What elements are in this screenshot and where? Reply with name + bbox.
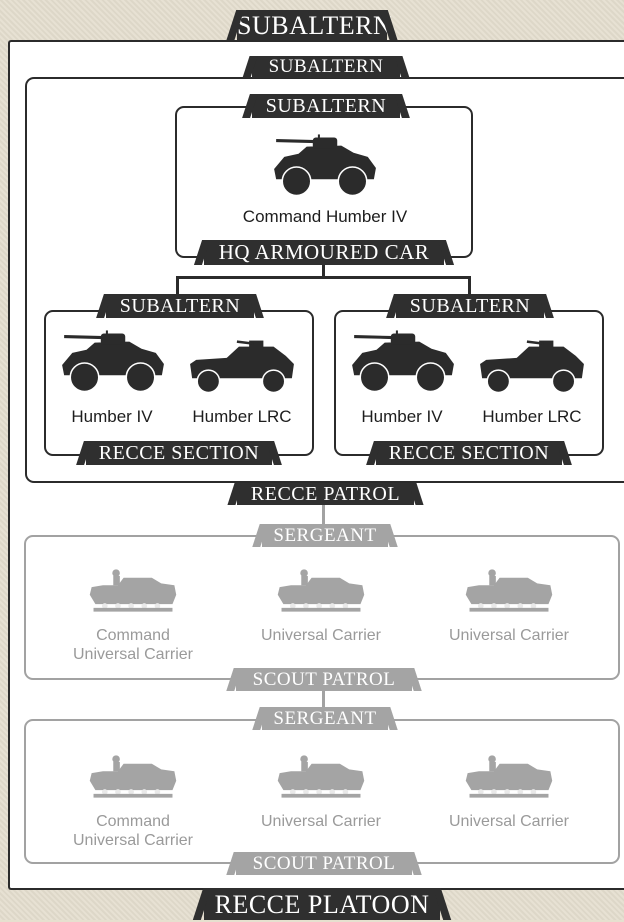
humber-lrc-icon bbox=[476, 333, 588, 397]
scout-patrol-2-vehicle-1-line2: Universal Carrier bbox=[72, 832, 194, 849]
universal-carrier-icon bbox=[274, 566, 368, 614]
recce-section-2-vehicle-1-label: Humber IV bbox=[361, 407, 443, 426]
hq-vehicle-label: Command Humber IV bbox=[242, 207, 408, 226]
universal-carrier-icon bbox=[86, 752, 180, 800]
humber-iv-icon bbox=[56, 330, 168, 394]
hq-armoured-car-label-banner: HQ ARMOURED CAR bbox=[204, 240, 444, 265]
scout-patrol-2-commander-banner: SERGEANT bbox=[262, 707, 388, 730]
subaltern-banner-top: SUBALTERN bbox=[237, 10, 393, 42]
armoured-car-icon bbox=[268, 134, 380, 198]
scout-patrol-1-commander-banner: SERGEANT bbox=[262, 524, 388, 547]
scout-patrol-2-label-banner: SCOUT PATROL bbox=[236, 852, 412, 875]
scout-patrol-1-vehicle-2-label: Universal Carrier bbox=[260, 627, 382, 644]
recce-patrol-box bbox=[25, 77, 624, 483]
recce-section-2-commander-banner: SUBALTERN bbox=[396, 294, 544, 318]
platoon-panel bbox=[8, 40, 624, 890]
sections-connector-horizontal bbox=[176, 276, 471, 279]
recce-patrol-label-banner: RECCE PATROL bbox=[237, 483, 414, 505]
hq-connector-vertical bbox=[322, 265, 325, 277]
scout-patrol-1-vehicle-1-line2: Universal Carrier bbox=[72, 646, 194, 663]
scout-patrol-1-vehicle-3-label: Universal Carrier bbox=[448, 627, 570, 644]
patrol-connector-2 bbox=[322, 691, 325, 711]
universal-carrier-icon bbox=[86, 566, 180, 614]
recce-section-2-label-banner: RECCE SECTION bbox=[376, 441, 562, 465]
scout-patrol-2-vehicle-1-label: Command Universal Carrier bbox=[48, 812, 218, 850]
recce-section-1-vehicle-2-label: Humber LRC bbox=[192, 407, 292, 426]
scout-patrol-2-vehicle-3-label: Universal Carrier bbox=[448, 813, 570, 830]
scout-patrol-1-vehicle-1-label: Command Universal Carrier bbox=[48, 626, 218, 664]
humber-iv-icon bbox=[346, 330, 458, 394]
recce-section-1-vehicle-1-label: Humber IV bbox=[71, 407, 153, 426]
hq-commander-banner: SUBALTERN bbox=[252, 94, 400, 118]
universal-carrier-icon bbox=[462, 566, 556, 614]
section-left-connector bbox=[176, 276, 179, 294]
universal-carrier-icon bbox=[462, 752, 556, 800]
scout-patrol-1-label-banner: SCOUT PATROL bbox=[236, 668, 412, 691]
humber-lrc-icon bbox=[186, 333, 298, 397]
scout-patrol-1-vehicle-1-line1: Command bbox=[96, 627, 170, 644]
recce-patrol-commander-banner: SUBALTERN bbox=[252, 56, 400, 78]
recce-platoon-footer-banner: RECCE PLATOON bbox=[204, 888, 440, 920]
scout-patrol-2-vehicle-1-line1: Command bbox=[96, 813, 170, 830]
recce-section-2-vehicle-2-label: Humber LRC bbox=[482, 407, 582, 426]
recce-section-1-commander-banner: SUBALTERN bbox=[106, 294, 254, 318]
universal-carrier-icon bbox=[274, 752, 368, 800]
patrol-connector-1 bbox=[322, 505, 325, 525]
scout-patrol-2-vehicle-2-label: Universal Carrier bbox=[260, 813, 382, 830]
recce-section-1-label-banner: RECCE SECTION bbox=[86, 441, 272, 465]
section-right-connector bbox=[468, 276, 471, 294]
